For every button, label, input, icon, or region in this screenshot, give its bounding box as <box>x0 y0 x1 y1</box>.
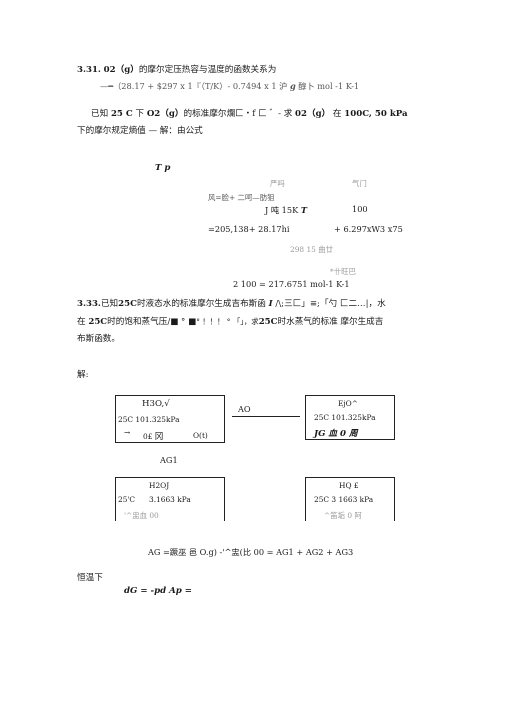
state-box-final: EjO^ 25C 101.325kPa JG 血 0 周 <box>305 395 395 440</box>
state-box-initial: H3O,√ 25C 101.325kPa → 0£ 冈 O(t) <box>115 395 225 443</box>
constant-t-label: 恒温下 <box>77 573 103 583</box>
garbled-1: 严吗 <box>270 179 285 188</box>
arrow-icon: → <box>124 428 131 437</box>
problem-331-heading: 3.31. 02（g）的摩尔定压热容与温度的函数关系为 <box>77 63 276 75</box>
species-label: 02（g） <box>103 65 139 75</box>
garbled-4: J 吨 15K T <box>265 205 307 215</box>
delta-g-label: AO <box>238 404 251 414</box>
solution-label: 解: <box>77 370 89 380</box>
state-box-intermediate-2: HQ £ 25C 3 1663 kPa ^笛垢 0 阿 <box>305 477 395 521</box>
calc-line-3: 298 15 曲廿 <box>290 245 333 254</box>
given-line-1: 已知 25 C 下 O2（g）的标准摩尔爛匚・f 匚 ゛- 求 02（g） 在 … <box>91 109 408 119</box>
tp-symbol: T p <box>155 163 171 173</box>
garbled-5: 100 <box>352 204 368 214</box>
state-box-intermediate-1: H2OJ 25'C 3.1663 kPa '^盅血 00 <box>115 477 225 521</box>
problem-333-line-2: 在 25C时的饱和蒸气压/■ ° ■° ！！！ ° 「」，求25C时水蒸气的标准… <box>77 317 384 327</box>
garbled-3: 风=脸+ 二呵—肪狙 <box>208 193 275 202</box>
sum-equation: AG =蹶巫 邑 O.g) -'^盅(比 00 = AG1 + AG2 + AG… <box>148 547 354 557</box>
calc-line-2: + 6.297xW3 x75 <box>334 224 403 234</box>
problem-number: 3.31. <box>77 65 101 75</box>
calc-line-1: =205,138+ 28.17hi <box>208 224 290 234</box>
given-line-2: 下的摩尔规定熵值 — 解：由公式 <box>77 126 203 136</box>
result-line: 2 100 = 217.6751 mol-1 K-1 <box>233 279 350 289</box>
cp-formula: —━（28.17 + $297 x 1『（T/K）- 0.7494 x 1 沪 … <box>100 81 360 91</box>
problem-333-line-1: 3.33.已知25C时液态水的标准摩尔生成吉布斯函 I /\;三匚」≡;「勺 匚… <box>77 299 386 309</box>
problem-333-line-3: 布斯函数。 <box>77 334 120 344</box>
garbled-2: 气门 <box>352 179 367 188</box>
dg-equation: dG = -pd Ap = <box>124 586 192 596</box>
process-arrow-line <box>232 416 300 417</box>
heading-text: 的摩尔定压热容与温度的函数关系为 <box>138 65 277 75</box>
ag1-label: AG1 <box>160 455 178 465</box>
calc-line-4: *卄旺巴 <box>330 267 356 276</box>
